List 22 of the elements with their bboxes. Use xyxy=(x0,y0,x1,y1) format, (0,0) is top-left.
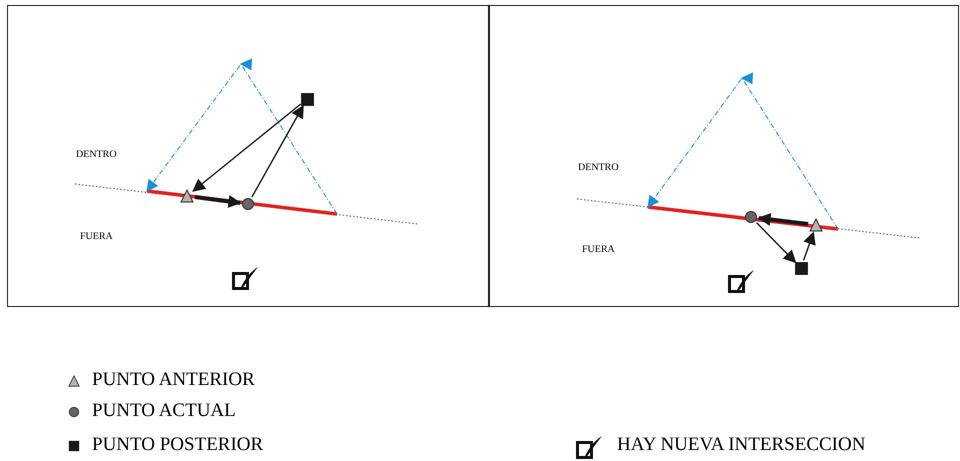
arrow xyxy=(251,104,304,198)
arrow xyxy=(192,103,302,192)
square-marker xyxy=(794,260,808,276)
diagram-panel xyxy=(7,5,489,307)
circle-marker xyxy=(241,197,255,211)
region-label: DENTRO xyxy=(578,162,619,173)
arrow xyxy=(756,222,796,264)
triangle-marker xyxy=(180,189,194,203)
region-label: FUERA xyxy=(582,244,615,255)
legend-text: HAY NUEVA INTERSECCION xyxy=(617,434,866,456)
arrow xyxy=(194,195,242,208)
diagram-panel xyxy=(489,5,959,307)
region-label: FUERA xyxy=(80,231,113,242)
arrow xyxy=(802,231,816,261)
legend-text: PUNTO ACTUAL xyxy=(92,400,236,422)
arrow xyxy=(758,212,808,226)
square-marker xyxy=(300,92,314,106)
triangle-marker xyxy=(809,218,823,232)
region-label: DENTRO xyxy=(76,149,117,160)
circle-marker xyxy=(744,210,758,224)
legend-text: PUNTO ANTERIOR xyxy=(92,369,255,391)
legend-text: PUNTO POSTERIOR xyxy=(92,434,264,456)
